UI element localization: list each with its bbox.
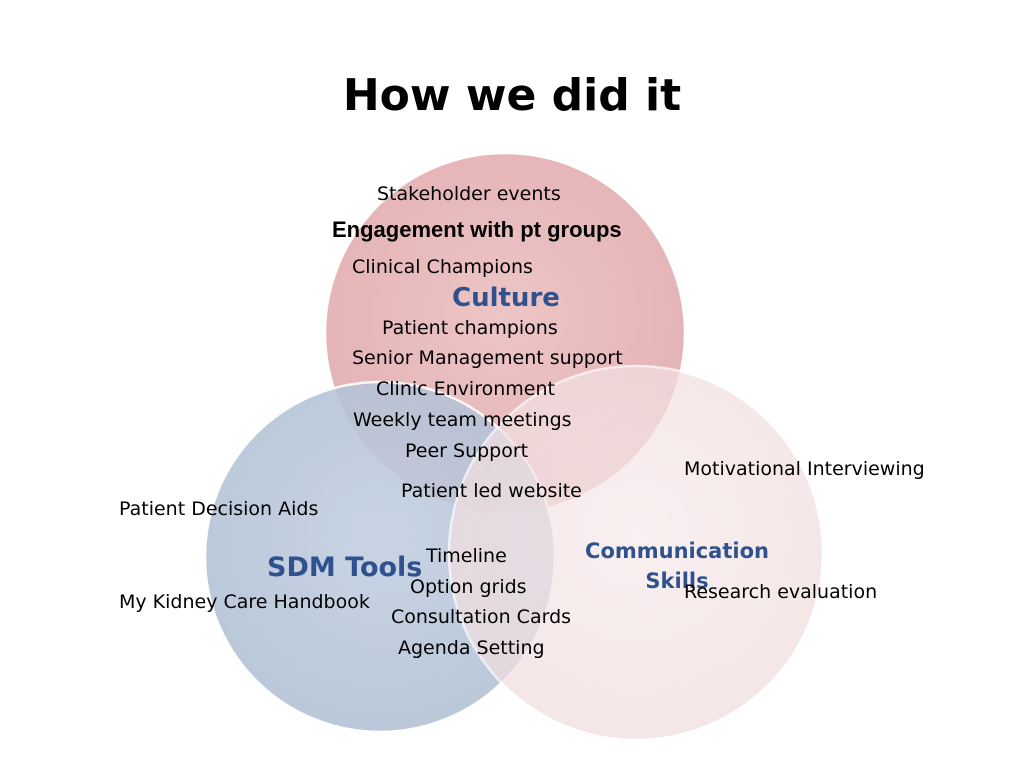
item-peer-support: Peer Support <box>405 440 529 462</box>
item-patient-decision-aids: Patient Decision Aids <box>119 498 319 520</box>
item-patient-champions: Patient champions <box>382 317 558 339</box>
item-engagement-with-pt-groups: Engagement with pt groups <box>332 217 622 242</box>
item-stakeholder-events: Stakeholder events <box>377 183 561 205</box>
item-timeline: Timeline <box>426 545 507 567</box>
item-motivational-interviewing: Motivational Interviewing <box>684 458 925 480</box>
item-patient-led-website: Patient led website <box>401 480 582 502</box>
item-clinic-environment: Clinic Environment <box>376 378 555 400</box>
communication-skills-label-line1: Communication <box>585 539 769 563</box>
item-clinical-champions: Clinical Champions <box>352 256 533 278</box>
communication-skills-circle <box>447 364 825 742</box>
culture-label: Culture <box>452 283 560 313</box>
page-title: How we did it <box>342 70 682 121</box>
item-senior-management-support: Senior Management support <box>352 347 623 369</box>
communication-skills-label-line2: Skills <box>645 569 709 593</box>
item-consultation-cards: Consultation Cards <box>391 606 572 628</box>
item-weekly-team-meetings: Weekly team meetings <box>353 409 572 431</box>
item-option-grids: Option grids <box>410 576 527 598</box>
item-agenda-setting: Agenda Setting <box>398 637 545 659</box>
item-my-kidney-care-handbook: My Kidney Care Handbook <box>119 591 370 613</box>
communication-skills-label: Communication Skills <box>584 536 770 596</box>
item-research-evaluation: Research evaluation <box>684 581 878 603</box>
sdm-tools-label: SDM Tools <box>267 552 423 583</box>
